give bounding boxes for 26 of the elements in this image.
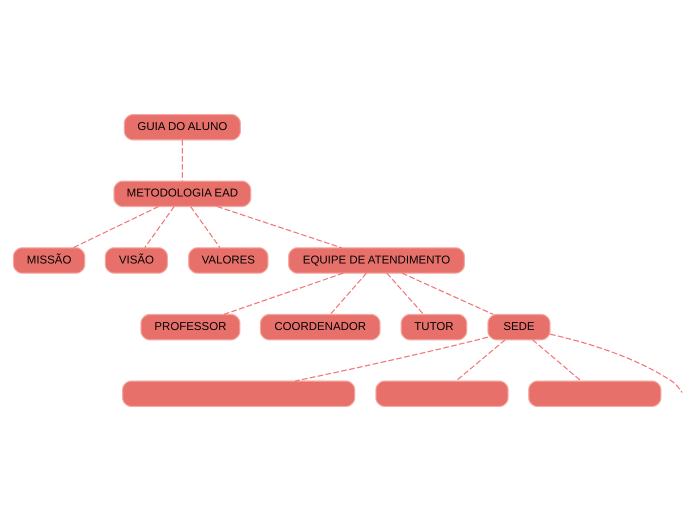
connector [144, 206, 175, 248]
connector [330, 272, 367, 314]
connector [402, 272, 494, 314]
node-box [122, 380, 356, 406]
connector [72, 206, 159, 248]
node-box: VALORES [188, 246, 269, 274]
node-box: SEDE [487, 313, 551, 340]
connector [294, 336, 488, 382]
node-box: GUIA DO ALUNO [124, 114, 241, 140]
node-box [375, 380, 509, 406]
connector [456, 338, 506, 381]
node-box: VISÃO [104, 246, 168, 274]
node-box: COORDENADOR [260, 313, 381, 340]
node-box: TUTOR [400, 313, 468, 340]
node-box: PROFESSOR [140, 313, 240, 340]
connector [224, 272, 344, 315]
connector [550, 333, 683, 392]
node-box: METODOLOGIA EAD [113, 180, 252, 207]
node-box: EQUIPE DE ATENDIMENTO [288, 246, 465, 274]
node-box: MISSÃO [12, 246, 86, 274]
connector [190, 206, 220, 248]
connector [532, 338, 582, 381]
connector [386, 272, 424, 314]
connector [182, 139, 183, 180]
node-box [528, 380, 662, 406]
connector [216, 205, 342, 248]
